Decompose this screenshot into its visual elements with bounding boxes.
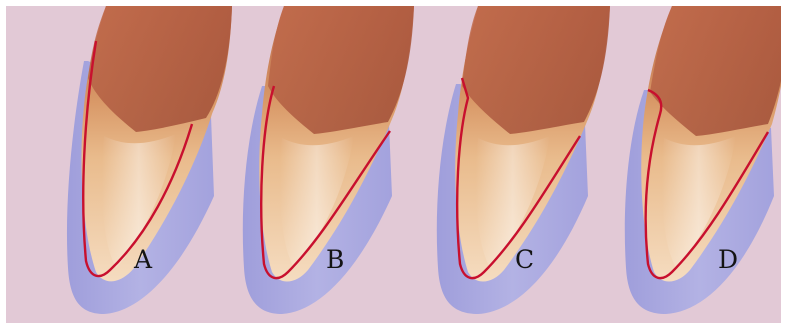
panel-b: B	[243, 6, 414, 314]
panel-a: A	[67, 6, 232, 314]
figure-canvas: A B C D	[6, 6, 781, 323]
panel-c: C	[437, 6, 610, 314]
tooth-preparation-figure: A B C D	[6, 6, 781, 323]
panel-label-d: D	[718, 245, 738, 274]
panel-d: D	[625, 6, 781, 314]
panel-label-a: A	[133, 245, 153, 274]
panel-label-c: C	[515, 245, 534, 274]
panel-label-b: B	[326, 245, 344, 274]
